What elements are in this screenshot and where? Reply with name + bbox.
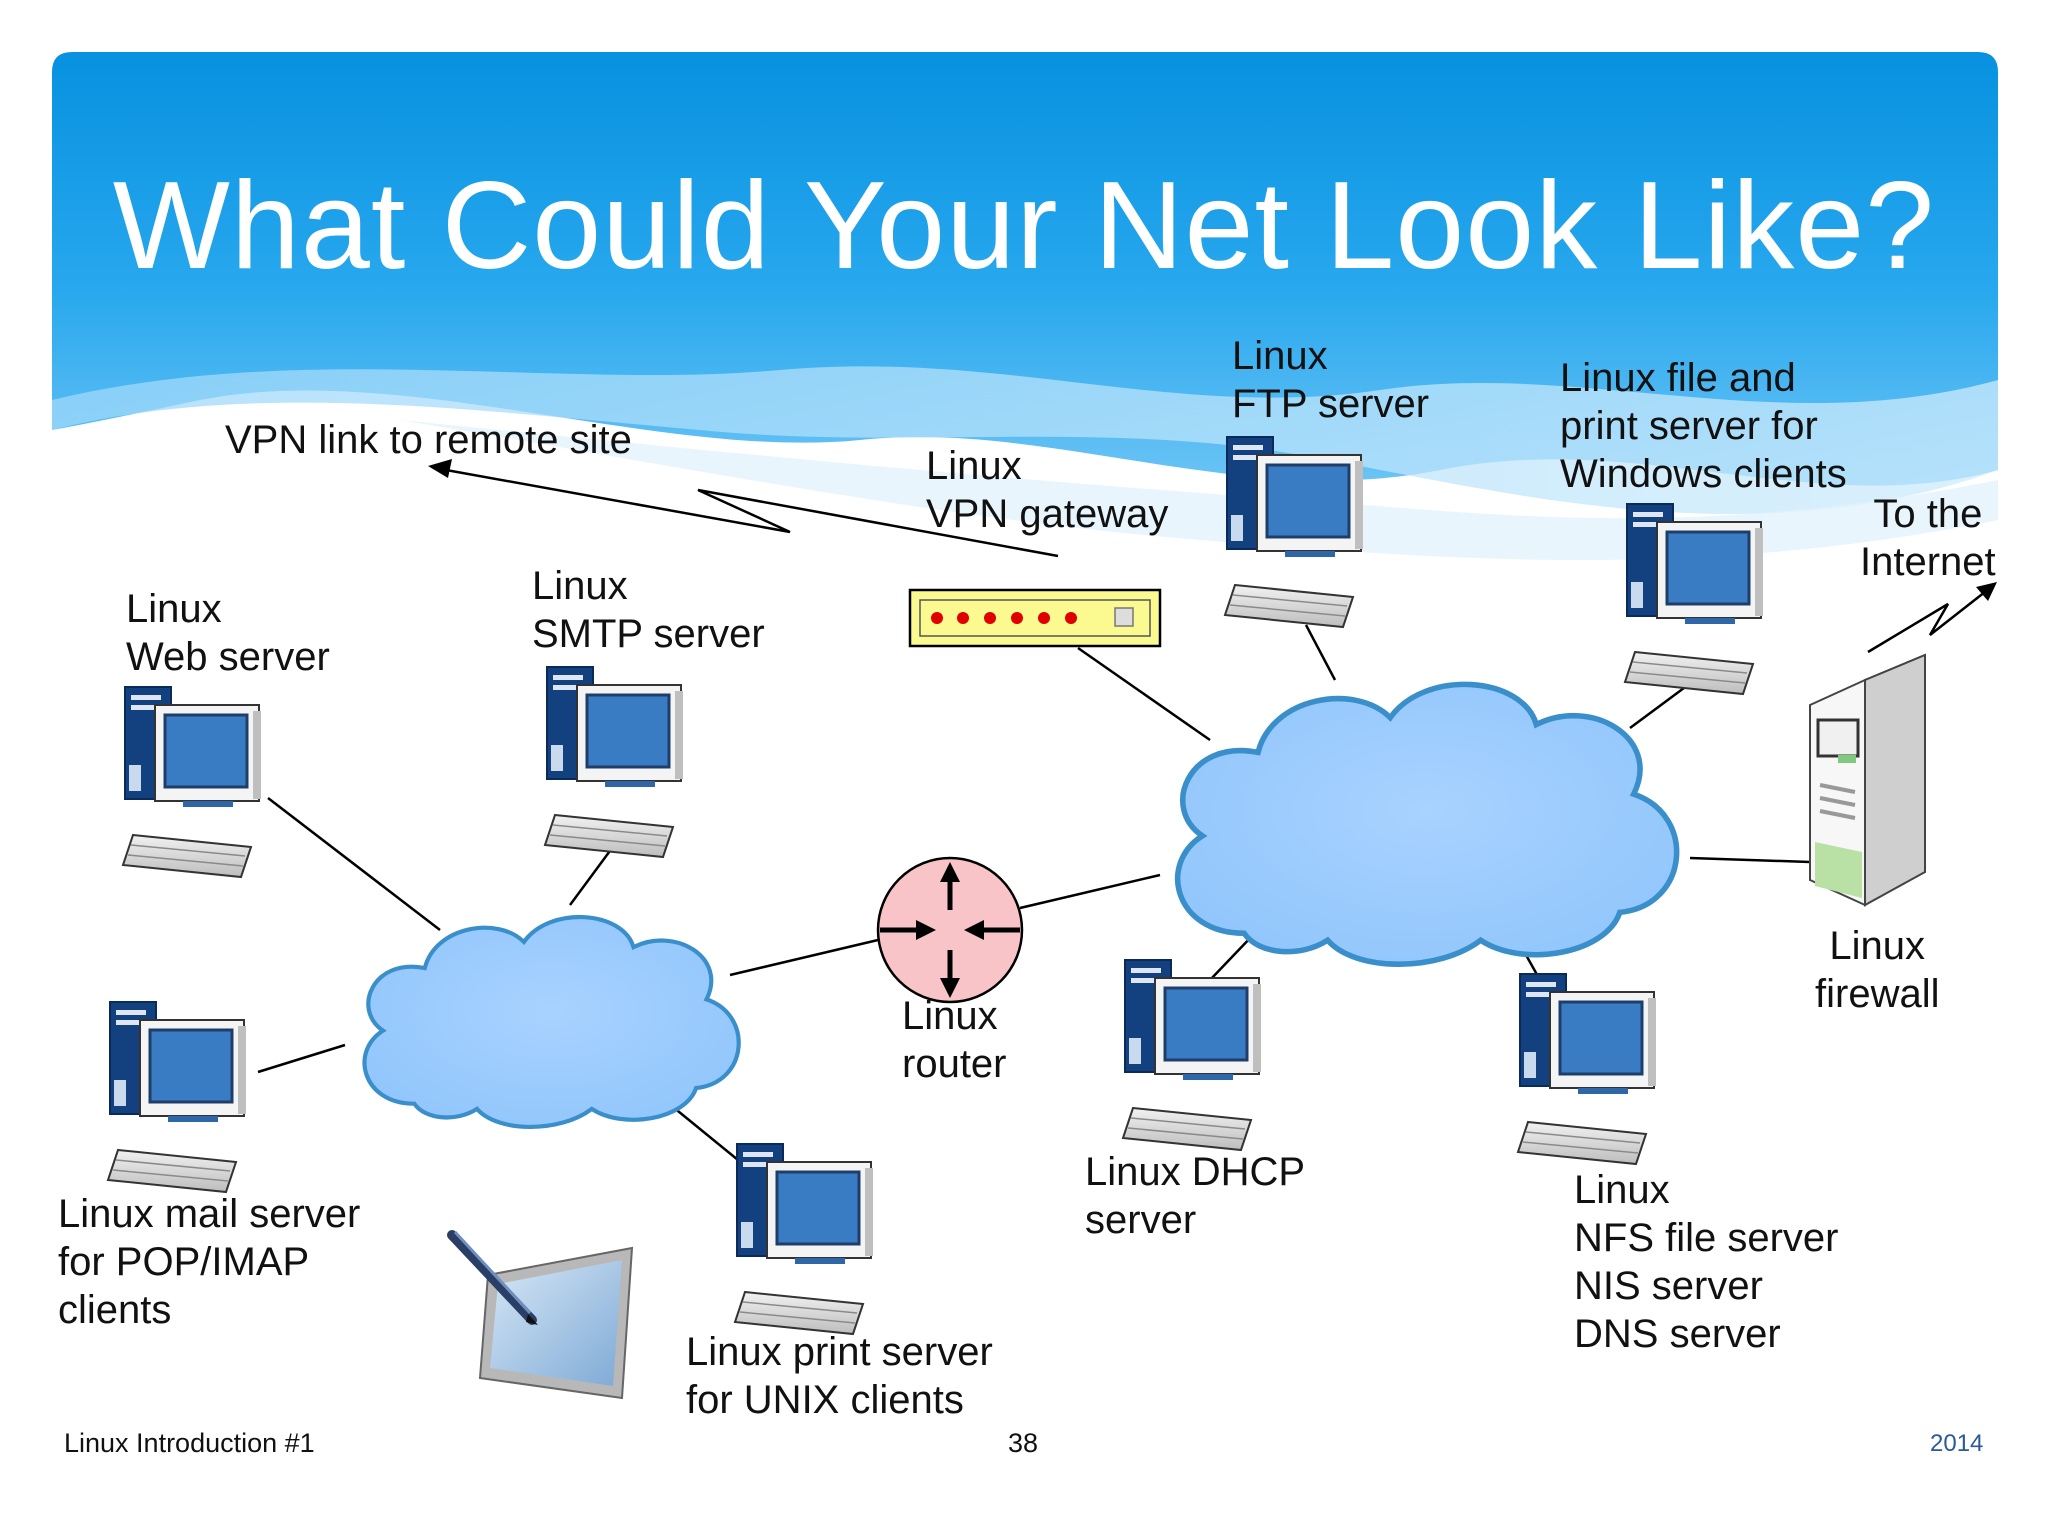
label-internet: To the Internet [1860, 492, 1996, 584]
footer-year: 2014 [1930, 1430, 1984, 1457]
label-vpn-gateway: Linux VPN gateway [926, 444, 1169, 536]
label-smtp-server: Linux SMTP server [532, 564, 765, 656]
link-mail-cloud [257, 1043, 346, 1074]
label-ftp-server: Linux FTP server [1232, 334, 1430, 426]
file-print-server-icon [1623, 502, 1765, 696]
print-server-unix-icon [733, 1142, 875, 1336]
smtp-server-icon [543, 665, 685, 859]
link-router-cloud [1019, 873, 1161, 910]
web-server-icon [121, 685, 263, 879]
tablet-pen-icon [447, 1230, 634, 1400]
link-fileprint-cloud [1629, 683, 1689, 730]
label-print-server-unix: Linux print server for UNIX clients [686, 1330, 993, 1422]
link-ftp-cloud [1304, 624, 1337, 681]
right-cloud [1178, 684, 1677, 964]
label-vpn-link: VPN link to remote site [225, 418, 632, 462]
label-dhcp-server: Linux DHCP server [1085, 1150, 1306, 1242]
left-cloud [365, 917, 739, 1127]
label-mail-server: Linux mail server for POP/IMAP clients [58, 1192, 361, 1332]
internet-link-arrow [1867, 582, 1997, 654]
label-firewall: Linux firewall [1815, 924, 1940, 1016]
slide-title: What Could Your Net Look Like? [112, 157, 1936, 295]
link-cloud-router [729, 938, 879, 977]
label-router: Linux router [902, 994, 1007, 1086]
label-file-print-windows: Linux file and print server for Windows … [1560, 356, 1847, 496]
header-wave [52, 366, 1998, 515]
firewall-tower-icon [1809, 653, 1926, 907]
vpn-link-arrow [428, 459, 1059, 558]
nfs-server-icon [1516, 972, 1658, 1166]
vpn-gateway-icon [908, 588, 1162, 648]
link-firewall-cloud [1689, 856, 1811, 864]
ftp-server-icon [1223, 435, 1365, 629]
mail-server-icon [106, 1000, 248, 1194]
page-number: 38 [1008, 1428, 1039, 1458]
header-wave-light [400, 420, 1998, 560]
label-nfs-server: Linux NFS file server NIS server DNS ser… [1574, 1168, 1839, 1356]
router-icon [876, 856, 1024, 1004]
label-web-server: Linux Web server [126, 587, 330, 679]
link-web-cloud [267, 797, 441, 931]
footer-left: Linux Introduction #1 [64, 1428, 315, 1458]
dhcp-server-icon [1121, 958, 1263, 1152]
link-vpn-cloud [1077, 646, 1211, 742]
